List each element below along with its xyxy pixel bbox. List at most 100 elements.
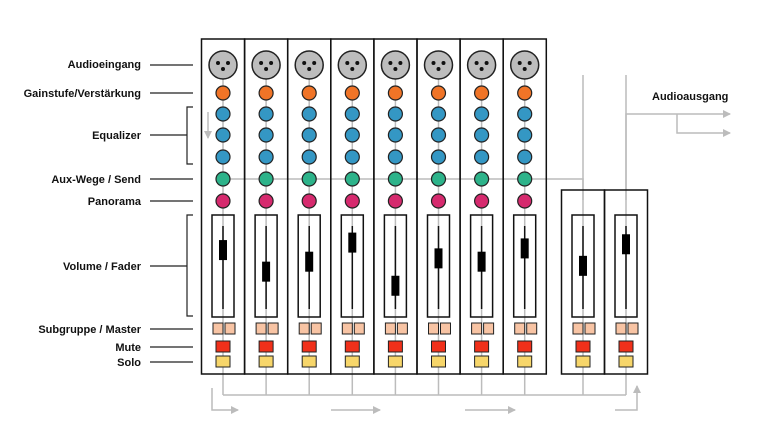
mute-button[interactable] — [431, 340, 446, 353]
eq-knob[interactable] — [344, 106, 360, 122]
eq-knob[interactable] — [430, 106, 447, 122]
master-fader[interactable] — [622, 234, 630, 255]
pan-knob[interactable] — [215, 193, 231, 209]
mute-button[interactable] — [618, 340, 634, 353]
solo-button[interactable] — [618, 355, 634, 368]
subgroup-button[interactable] — [212, 322, 224, 335]
eq-knob[interactable] — [517, 127, 533, 143]
channel-fader[interactable] — [219, 240, 227, 261]
gain-knob[interactable] — [344, 85, 360, 101]
mute-button[interactable] — [474, 340, 490, 353]
solo-button[interactable] — [215, 355, 231, 368]
channel-fader[interactable] — [305, 251, 314, 272]
solo-button[interactable] — [474, 355, 490, 368]
solo-button[interactable] — [575, 355, 591, 368]
solo-button[interactable] — [387, 355, 403, 368]
master-fader[interactable] — [579, 255, 587, 276]
solo-button[interactable] — [301, 355, 317, 368]
channel-fader[interactable] — [520, 238, 529, 259]
master-button[interactable] — [310, 322, 322, 335]
mute-button[interactable] — [344, 340, 360, 353]
eq-knob[interactable] — [301, 149, 317, 165]
eq-knob[interactable] — [387, 127, 403, 143]
mute-button[interactable] — [517, 340, 533, 353]
mute-button[interactable] — [387, 340, 403, 353]
gain-knob[interactable] — [387, 85, 403, 101]
eq-knob[interactable] — [387, 149, 403, 165]
master-button[interactable] — [353, 322, 365, 335]
eq-knob[interactable] — [258, 149, 274, 165]
eq-knob[interactable] — [430, 127, 447, 143]
subgroup-button[interactable] — [384, 322, 396, 335]
master-button[interactable] — [440, 322, 451, 335]
master-button[interactable] — [627, 322, 639, 335]
channel-fader[interactable] — [262, 261, 271, 282]
gain-knob[interactable] — [517, 85, 533, 101]
eq-knob[interactable] — [344, 127, 360, 143]
eq-knob[interactable] — [301, 106, 317, 122]
eq-knob[interactable] — [301, 127, 317, 143]
aux-knob[interactable] — [344, 171, 360, 187]
pan-knob[interactable] — [258, 193, 274, 209]
subgroup-button[interactable] — [341, 322, 353, 335]
solo-button[interactable] — [431, 355, 446, 368]
master-button[interactable] — [483, 322, 495, 335]
subgroup-button[interactable] — [514, 322, 526, 335]
eq-knob[interactable] — [474, 106, 490, 122]
gain-knob[interactable] — [474, 85, 490, 101]
pan-knob[interactable] — [387, 193, 403, 209]
pan-knob[interactable] — [301, 193, 317, 209]
subgroup-button[interactable] — [615, 322, 627, 335]
gain-knob[interactable] — [215, 85, 231, 101]
eq-knob[interactable] — [474, 127, 490, 143]
mute-button[interactable] — [575, 340, 591, 353]
aux-knob[interactable] — [430, 171, 447, 187]
eq-knob[interactable] — [517, 106, 533, 122]
eq-knob[interactable] — [517, 149, 533, 165]
pan-knob[interactable] — [517, 193, 533, 209]
xlr-input-icon — [380, 50, 411, 80]
master-button[interactable] — [526, 322, 538, 335]
master-button[interactable] — [224, 322, 236, 335]
subgroup-button[interactable] — [428, 322, 439, 335]
master-button[interactable] — [267, 322, 279, 335]
aux-knob[interactable] — [215, 171, 231, 187]
pan-knob[interactable] — [474, 193, 490, 209]
aux-knob[interactable] — [474, 171, 490, 187]
solo-button[interactable] — [258, 355, 274, 368]
eq-knob[interactable] — [344, 149, 360, 165]
eq-knob[interactable] — [215, 149, 231, 165]
mute-button[interactable] — [301, 340, 317, 353]
channel-fader[interactable] — [477, 251, 486, 272]
pan-knob[interactable] — [344, 193, 360, 209]
pan-knob[interactable] — [430, 193, 447, 209]
xlr-pin — [479, 67, 484, 71]
subgroup-button[interactable] — [255, 322, 267, 335]
channel-fader[interactable] — [348, 232, 357, 253]
master-button[interactable] — [584, 322, 596, 335]
gain-knob[interactable] — [430, 85, 447, 101]
aux-knob[interactable] — [301, 171, 317, 187]
channel-fader[interactable] — [434, 248, 443, 269]
mute-button[interactable] — [258, 340, 274, 353]
gain-knob[interactable] — [258, 85, 274, 101]
subgroup-button[interactable] — [572, 322, 584, 335]
eq-knob[interactable] — [474, 149, 490, 165]
mute-button[interactable] — [215, 340, 231, 353]
aux-knob[interactable] — [517, 171, 533, 187]
channel-fader[interactable] — [391, 275, 400, 296]
eq-knob[interactable] — [258, 127, 274, 143]
solo-button[interactable] — [344, 355, 360, 368]
eq-knob[interactable] — [258, 106, 274, 122]
eq-knob[interactable] — [215, 127, 231, 143]
subgroup-button[interactable] — [298, 322, 310, 335]
master-button[interactable] — [396, 322, 408, 335]
aux-knob[interactable] — [258, 171, 274, 187]
eq-knob[interactable] — [215, 106, 231, 122]
gain-knob[interactable] — [301, 85, 317, 101]
eq-knob[interactable] — [387, 106, 403, 122]
eq-knob[interactable] — [430, 149, 447, 165]
subgroup-button[interactable] — [471, 322, 483, 335]
aux-knob[interactable] — [387, 171, 403, 187]
solo-button[interactable] — [517, 355, 533, 368]
